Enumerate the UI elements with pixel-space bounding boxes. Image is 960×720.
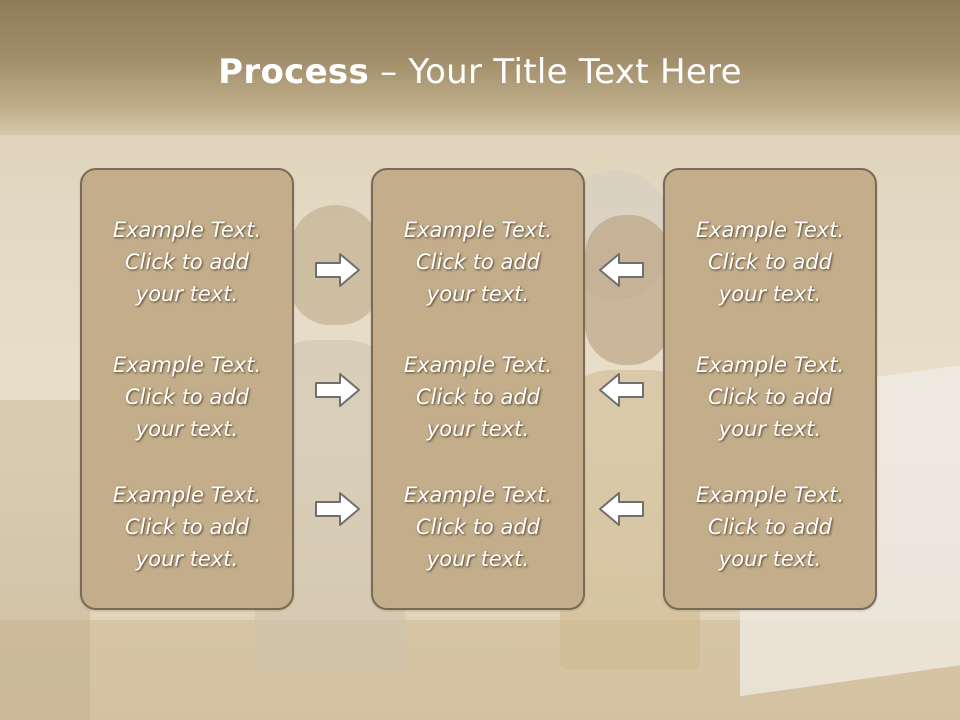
text-placeholder[interactable]: Example Text. Click to add your text. xyxy=(82,349,292,445)
text-line: Click to add xyxy=(415,385,540,409)
arrow-right-icon xyxy=(314,251,362,289)
text-line: Example Text. xyxy=(403,353,553,377)
slide-title[interactable]: Process – Your Title Text Here xyxy=(0,52,960,92)
title-bold-text: Process xyxy=(218,52,370,92)
arrow-left-icon xyxy=(597,371,645,409)
text-placeholder[interactable]: Example Text. Click to add your text. xyxy=(373,349,583,445)
text-line: Example Text. xyxy=(112,218,262,242)
text-line: Click to add xyxy=(415,250,540,274)
text-line: Click to add xyxy=(415,515,540,539)
text-line: Example Text. xyxy=(695,353,845,377)
text-line: your text. xyxy=(135,547,239,571)
text-line: Example Text. xyxy=(403,218,553,242)
text-line: Click to add xyxy=(124,515,249,539)
text-line: Click to add xyxy=(707,385,832,409)
background-couch xyxy=(0,400,90,720)
arrow-left-icon xyxy=(597,490,645,528)
text-placeholder[interactable]: Example Text. Click to add your text. xyxy=(665,214,875,310)
text-line: Click to add xyxy=(707,250,832,274)
arrow-right-icon xyxy=(314,490,362,528)
text-line: Click to add xyxy=(124,250,249,274)
arrow-left-icon xyxy=(597,251,645,289)
text-placeholder[interactable]: Example Text. Click to add your text. xyxy=(82,214,292,310)
text-placeholder[interactable]: Example Text. Click to add your text. xyxy=(373,214,583,310)
text-line: Click to add xyxy=(707,515,832,539)
title-bar xyxy=(0,0,960,135)
process-box-center[interactable]: Example Text. Click to add your text. Ex… xyxy=(371,168,585,610)
text-line: your text. xyxy=(426,547,530,571)
text-line: your text. xyxy=(718,417,822,441)
process-box-left[interactable]: Example Text. Click to add your text. Ex… xyxy=(80,168,294,610)
text-line: your text. xyxy=(135,282,239,306)
text-placeholder[interactable]: Example Text. Click to add your text. xyxy=(82,479,292,575)
text-line: Example Text. xyxy=(695,218,845,242)
text-line: Example Text. xyxy=(112,483,262,507)
text-placeholder[interactable]: Example Text. Click to add your text. xyxy=(665,349,875,445)
text-line: your text. xyxy=(718,282,822,306)
text-line: Example Text. xyxy=(695,483,845,507)
text-placeholder[interactable]: Example Text. Click to add your text. xyxy=(665,479,875,575)
text-line: your text. xyxy=(135,417,239,441)
background-woman-face xyxy=(585,215,670,365)
text-line: your text. xyxy=(426,417,530,441)
arrow-right-icon xyxy=(314,371,362,409)
text-placeholder[interactable]: Example Text. Click to add your text. xyxy=(373,479,583,575)
text-line: your text. xyxy=(718,547,822,571)
text-line: Click to add xyxy=(124,385,249,409)
title-rest-text: – Your Title Text Here xyxy=(369,52,742,92)
text-line: your text. xyxy=(426,282,530,306)
text-line: Example Text. xyxy=(403,483,553,507)
process-box-right[interactable]: Example Text. Click to add your text. Ex… xyxy=(663,168,877,610)
text-line: Example Text. xyxy=(112,353,262,377)
